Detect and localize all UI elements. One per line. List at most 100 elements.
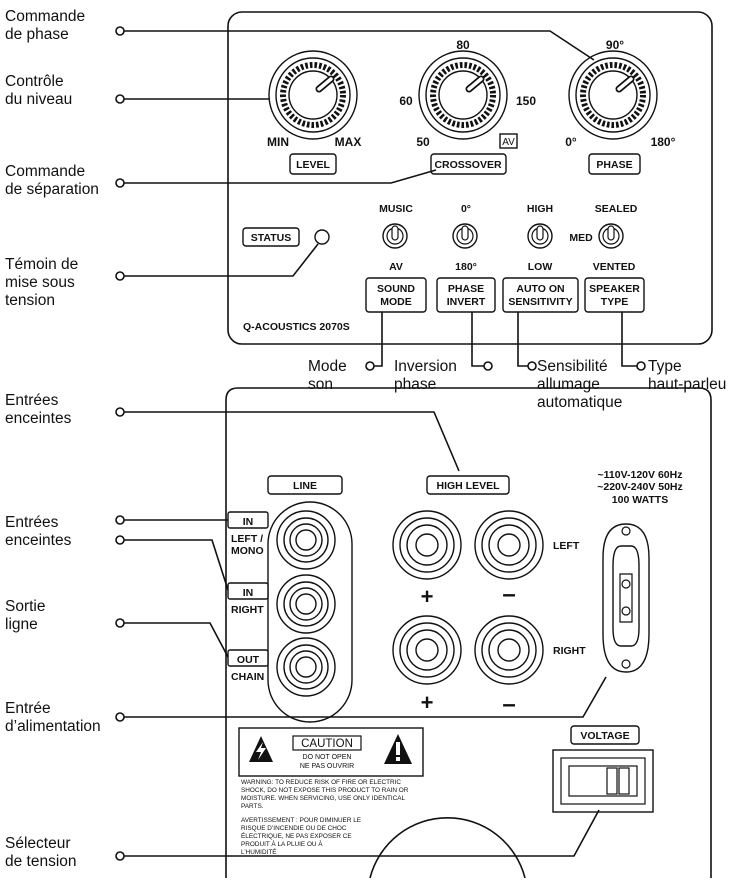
crossover-knob[interactable]	[418, 50, 508, 140]
phase-invert-switch[interactable]	[452, 223, 478, 249]
callout-power-input-2: d’alimentation	[5, 718, 101, 735]
chain-label: CHAIN	[231, 671, 264, 683]
sound-mode-music-label: MUSIC	[379, 203, 413, 215]
crossover-50-label: 50	[416, 135, 430, 149]
level-max-label: MAX	[335, 135, 362, 149]
line-label-box	[267, 475, 343, 495]
crossover-60-label: 60	[399, 94, 413, 108]
phase-label: PHASE	[596, 159, 632, 171]
out-label: OUT	[237, 654, 260, 666]
in-right-label-box	[227, 582, 269, 600]
auto-on-high-label: HIGH	[527, 203, 553, 215]
sound-mode-switch[interactable]	[382, 223, 408, 249]
line-label: LINE	[293, 480, 317, 492]
crossover-80-label: 80	[456, 38, 470, 52]
callout-auto-on-1: Sensibilité	[537, 358, 608, 375]
callout-auto-on-3: automatique	[537, 394, 622, 411]
avertissement-line-5: L’HUMIDITÉ	[241, 847, 277, 856]
phase-invert-label-2: INVERT	[447, 296, 486, 308]
speaker-type-switch[interactable]	[598, 223, 624, 249]
status-label-box	[242, 227, 300, 247]
avertissement-line-1: AVERTISSEMENT : POUR DIMINUER LE	[241, 817, 361, 824]
voltage-label: VOLTAGE	[580, 730, 629, 742]
status-led	[314, 229, 330, 245]
callout-power-indicator-1: Témoin de	[5, 256, 78, 273]
phase-invert-label-box	[436, 277, 496, 313]
sound-mode-label-1: SOUND	[377, 283, 415, 295]
right-terminal-label: RIGHT	[553, 645, 586, 657]
warning-line-3: MOISTURE. WHEN SERVICING, USE ONLY IDENT…	[241, 795, 405, 802]
rca-out-chain[interactable]	[276, 637, 336, 697]
speaker-type-label-box	[584, 277, 645, 313]
sound-mode-av-label: AV	[389, 261, 403, 273]
phase-label-box	[588, 153, 641, 175]
crossover-label: CROSSOVER	[434, 159, 502, 171]
speaker-type-sealed-label: SEALED	[595, 203, 638, 215]
leader-lines	[115, 26, 646, 861]
high-voltage-icon	[249, 736, 273, 762]
auto-on-label-box	[502, 277, 579, 313]
callout-level-2: du niveau	[5, 91, 72, 108]
auto-on-switch[interactable]	[527, 223, 553, 249]
warning-line-1: WARNING: TO REDUCE RISK OF FIRE OR ELECT…	[241, 779, 401, 786]
crossover-150-label: 150	[516, 94, 536, 108]
rca-in-right[interactable]	[276, 574, 336, 634]
callout-voltage-selector-1: Sélecteur	[5, 835, 70, 852]
voltage-label-box	[570, 725, 640, 745]
phase-180-label: 180°	[651, 135, 676, 149]
right-minus-sign: –	[502, 691, 515, 718]
voltage-selector-switch[interactable]	[552, 749, 654, 813]
speaker-type-label-1: SPEAKER	[589, 283, 640, 295]
caution-title-box	[292, 735, 362, 751]
callout-sound-mode-2: son	[308, 376, 333, 393]
speaker-type-label-2: TYPE	[601, 296, 628, 308]
terminal-left-minus[interactable]	[474, 510, 544, 580]
level-min-label: MIN	[267, 135, 289, 149]
callout-line-output-1: Sortie	[5, 598, 46, 615]
left-minus-sign: –	[502, 581, 515, 608]
callout-speaker-type-2: haut-parleu	[648, 376, 726, 393]
warning-line-4: PARTS.	[241, 803, 264, 810]
callout-speaker-inputs-b-1: Entrées	[5, 514, 59, 531]
avertissement-line-3: ÉLECTRIQUE, NE PAS EXPOSER CE	[241, 831, 352, 840]
left-plus-sign: +	[421, 584, 434, 609]
ne-pas-ouvrir-label: NE PAS OUVRIR	[300, 763, 354, 770]
terminal-right-minus[interactable]	[474, 615, 544, 685]
phase-invert-label-1: PHASE	[448, 283, 484, 295]
left-mono-label-1: LEFT /	[231, 533, 263, 545]
model-label: Q-ACOUSTICS 2070S	[243, 321, 350, 333]
caution-title: CAUTION	[301, 738, 353, 750]
auto-on-low-label: LOW	[528, 261, 553, 273]
avertissement-line-4: PRODUIT À LA PLUIE OU À	[241, 839, 323, 848]
terminal-right-plus[interactable]	[392, 615, 462, 685]
level-label: LEVEL	[296, 159, 330, 171]
callout-power-indicator-2: mise sous	[5, 274, 75, 291]
phase-invert-180-label: 180°	[455, 261, 477, 273]
sound-mode-label-2: MODE	[380, 296, 412, 308]
status-label: STATUS	[251, 232, 291, 244]
callout-phase-1: Commande	[5, 8, 85, 25]
phase-knob[interactable]	[568, 50, 658, 140]
callout-speaker-inputs-b-2: enceintes	[5, 532, 72, 549]
phase-0-label: 0°	[565, 135, 577, 149]
callout-crossover-1: Commande	[5, 163, 85, 180]
power-socket[interactable]	[602, 523, 650, 673]
callout-phase-invert-2: phase	[394, 376, 436, 393]
left-mono-label-2: MONO	[231, 545, 264, 557]
do-not-open-label: DO NOT OPEN	[303, 754, 352, 761]
callout-crossover-2: de séparation	[5, 181, 99, 198]
callout-phase-2: de phase	[5, 26, 69, 43]
power-rating-line-3: 100 WATTS	[612, 494, 668, 506]
sound-mode-label-box	[365, 277, 427, 313]
level-knob[interactable]	[268, 50, 358, 140]
rca-in-left-mono[interactable]	[276, 510, 336, 570]
right-in-label: RIGHT	[231, 604, 264, 616]
av-mark-label: AV	[502, 137, 515, 148]
terminal-left-plus[interactable]	[392, 510, 462, 580]
callout-speaker-inputs-a-2: enceintes	[5, 410, 72, 427]
power-rating-line-1: ~110V-120V 60Hz	[598, 469, 683, 481]
avertissement-line-2: RISQUE D’INCENDIE OU DE CHOC	[241, 825, 347, 832]
warning-line-2: SHOCK, DO NOT EXPOSE THIS PRODUCT TO RAI…	[241, 787, 409, 794]
